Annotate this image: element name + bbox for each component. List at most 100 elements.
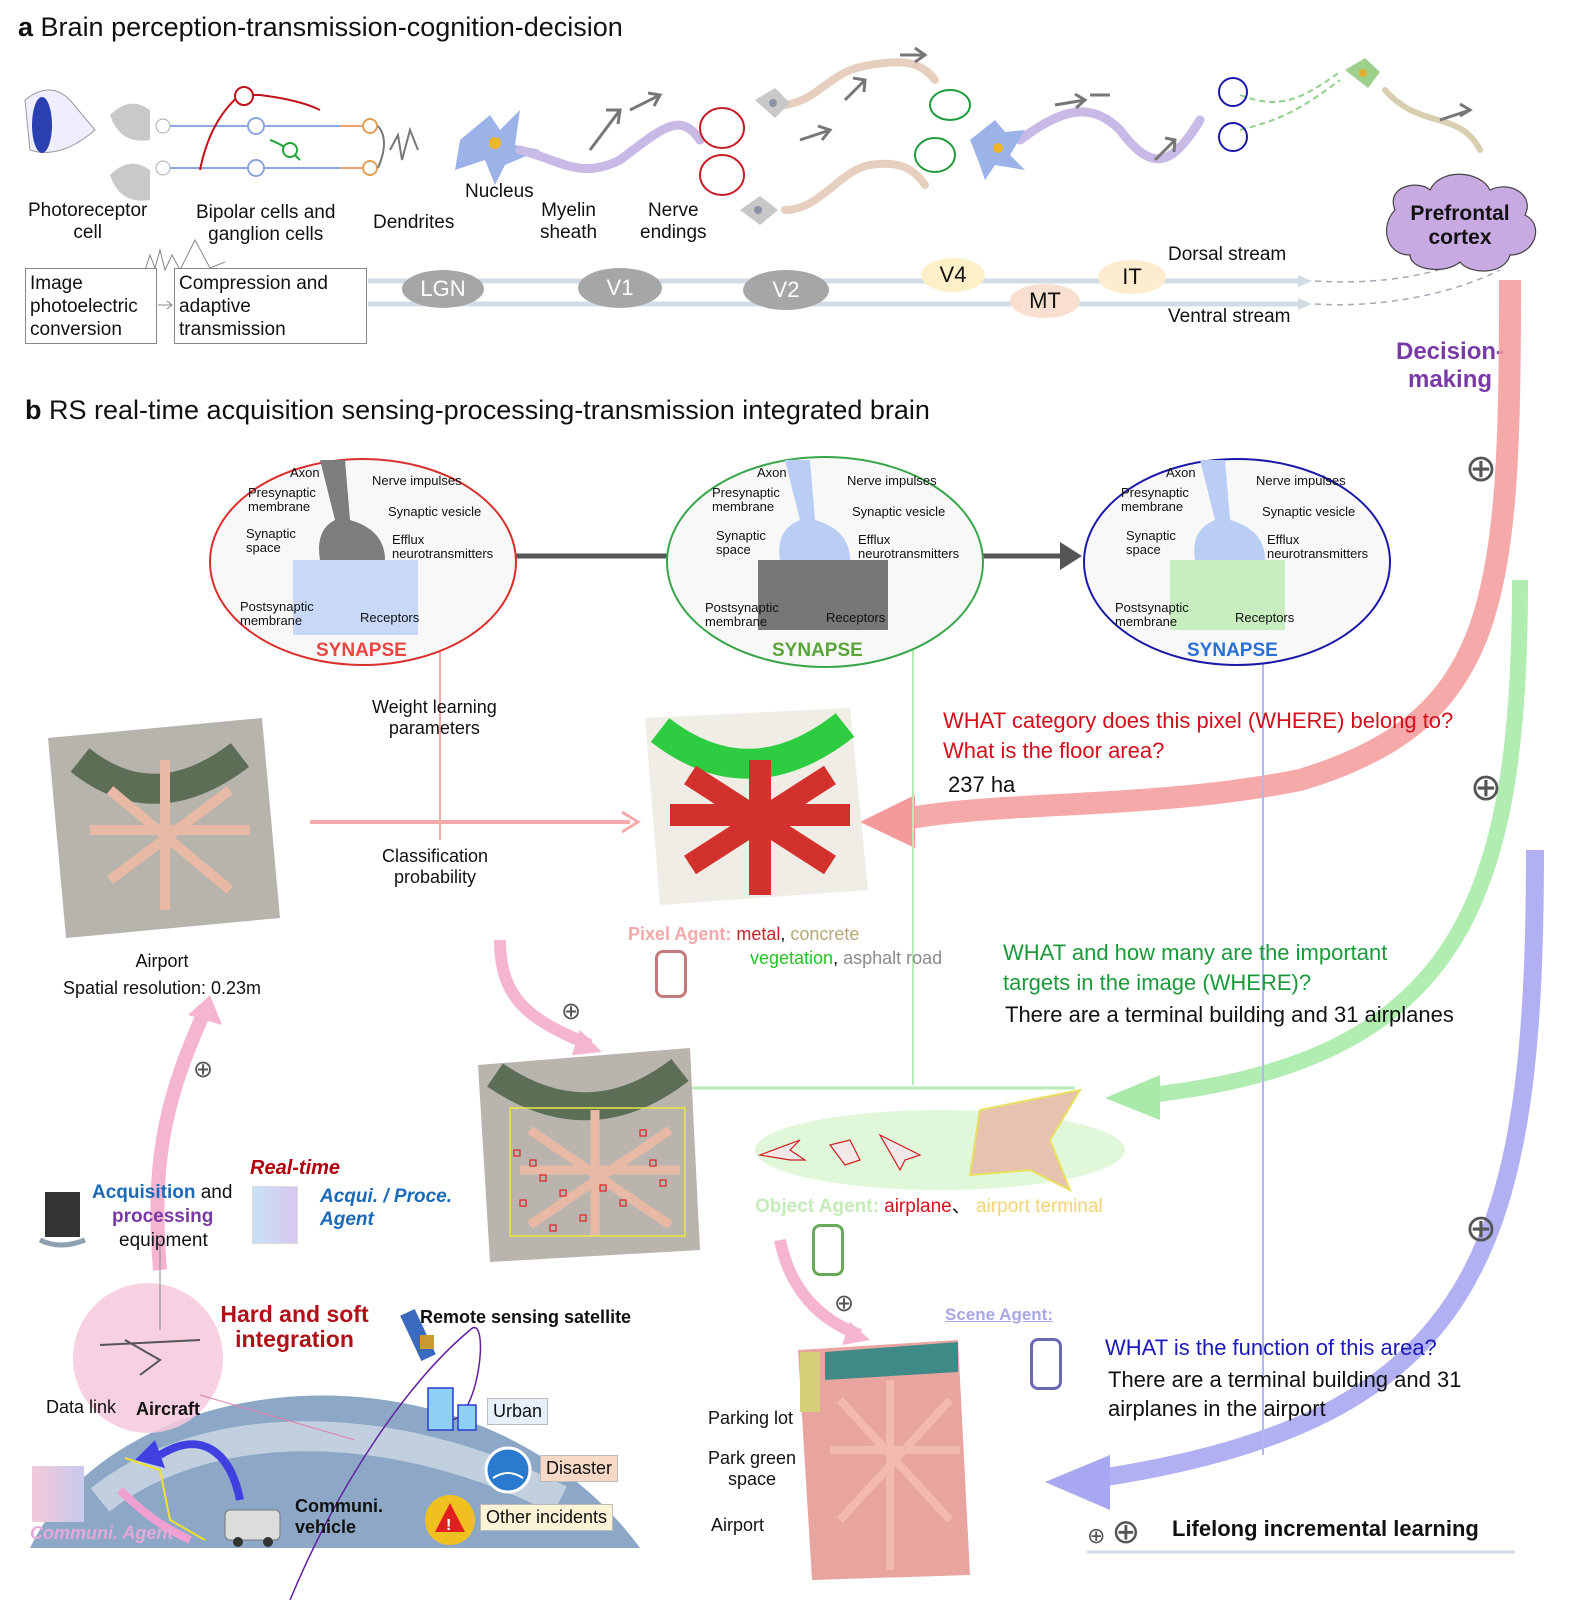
- airport-image-original: [48, 718, 280, 938]
- synapse-2-vesicle: Synaptic vesicle: [852, 504, 946, 519]
- scene-question: WHAT is the function of this area?: [1105, 1335, 1437, 1360]
- synapse-circles: [699, 77, 1248, 196]
- box-compression: Compression and adaptive transmission: [174, 268, 367, 344]
- object-ellipse: [755, 1088, 1125, 1193]
- label-decision-making: Decision- making: [1395, 338, 1505, 393]
- neuron-soma: [455, 110, 540, 185]
- plus-circle-icon: ⊕: [1470, 767, 1502, 809]
- acqui-agent-robot-icon: [252, 1186, 298, 1244]
- area-mt: MT: [1010, 284, 1080, 318]
- panel-a-letter: a: [18, 12, 34, 42]
- synapse-drawing-1: [293, 460, 418, 635]
- eye-icon: [24, 89, 96, 153]
- svg-text:!: !: [446, 1517, 451, 1534]
- panel-b-title: b RS real-time acquisition sensing-proce…: [25, 395, 930, 426]
- synapse-1-postsynaptic: Postsynaptic membrane: [240, 599, 314, 629]
- camera-equipment-icon: [38, 1192, 86, 1248]
- signal-arrows: [588, 46, 1473, 162]
- class-airport-terminal: airport terminal: [976, 1196, 1103, 1217]
- synapse-2-presynaptic: Presynaptic membrane: [712, 485, 780, 515]
- panel-a-title: a Brain perception-transmission-cognitio…: [18, 12, 623, 43]
- plus-circle-icon-small: ⊕: [1087, 1523, 1106, 1548]
- communi-vehicle-label: Communi. vehicle: [295, 1496, 383, 1537]
- object-agent-label: Object Agent:: [755, 1196, 879, 1217]
- scene-answer: There are a terminal building and 31 air…: [1108, 1367, 1462, 1421]
- label-myelin: Myelin sheath: [540, 200, 598, 243]
- box-arrow: [158, 300, 173, 310]
- pixel-agent-legend: Pixel Agent: metal, concrete: [628, 924, 860, 944]
- aircraft-label: Aircraft: [136, 1399, 201, 1419]
- label-bipolar-text: Bipolar cells and ganglion cells: [196, 202, 336, 245]
- communi-agent-label: Communi. Agent: [30, 1523, 174, 1543]
- synapse-2-efflux: Efflux neurotransmitters: [858, 532, 960, 562]
- synapse-1-efflux: Efflux neurotransmitters: [392, 532, 494, 562]
- uplink-arrow: [157, 1440, 244, 1501]
- synapse-2-space: Synaptic space: [716, 528, 766, 558]
- panel-a-title-text: Brain perception-transmission-cognition-…: [40, 12, 623, 42]
- label-nucleus: Nucleus: [465, 181, 534, 202]
- synapse-1-presynaptic: Presynaptic membrane: [248, 485, 316, 515]
- equipment-label: equipment: [119, 1230, 208, 1251]
- label-bipolar: Bipolar cells and ganglion cells: [196, 202, 335, 246]
- acqui-proce-agent-label: Acqui. / Proce. Agent: [320, 1186, 452, 1230]
- data-link-label: Data link: [46, 1397, 117, 1417]
- tag-disaster: Disaster: [540, 1455, 619, 1482]
- plus-circle-icon-large: ⊕: [1111, 1513, 1141, 1551]
- synapse-3-efflux: Efflux neurotransmitters: [1267, 532, 1369, 562]
- synapse-3-title: SYNAPSE: [1187, 640, 1278, 661]
- synapse-3-presynaptic: Presynaptic membrane: [1121, 485, 1189, 515]
- green-flow-ribbon: [1149, 579, 1528, 1103]
- data-link-zigzag: [124, 1457, 206, 1541]
- area-lgn: LGN: [402, 270, 484, 308]
- class-airplane: airplane: [884, 1196, 952, 1217]
- label-photoreceptor-text: Photoreceptor cell: [28, 200, 148, 243]
- synapse-1-space: Synaptic space: [246, 526, 296, 556]
- label-photoreceptor: Photoreceptor cell: [28, 200, 147, 244]
- plus-circle-icon: ⊕: [561, 998, 582, 1025]
- object-question: WHAT and how many are the important targ…: [1003, 940, 1388, 995]
- label-dorsal-stream: Dorsal stream: [1168, 244, 1287, 265]
- synapse-2-title: SYNAPSE: [772, 640, 863, 661]
- object-agent-legend: Object Agent: airplane、 airport terminal: [755, 1196, 1103, 1218]
- red-flow-ribbon: [897, 279, 1521, 831]
- class-metal: metal: [736, 924, 781, 944]
- class-vegetation: vegetation: [750, 948, 834, 968]
- aircraft-highlight-circle: [73, 1283, 223, 1433]
- pixel-segmentation-image: [645, 708, 868, 905]
- green-flow-arrowhead: [1105, 1075, 1160, 1120]
- synapse-2-postsynaptic: Postsynaptic membrane: [705, 600, 779, 630]
- plus-circle-icon: ⊕: [1465, 1208, 1497, 1250]
- object-answer: There are a terminal building and 31 air…: [1005, 1002, 1454, 1027]
- pixel-answer: 237 ha: [948, 772, 1016, 797]
- photoreceptor-cells: [110, 103, 171, 201]
- synapse-1-nerve-impulses: Nerve impulses: [372, 473, 462, 488]
- prefrontal-cortex-cloud: [1386, 173, 1537, 272]
- helicopter-icon: [99, 1339, 201, 1376]
- synapse-3-postsynaptic: Postsynaptic membrane: [1115, 600, 1189, 630]
- synapse-1-axon: Axon: [290, 465, 320, 480]
- object-agent-robot-icon: [812, 1224, 844, 1276]
- plus-circle-icon: ⊕: [1465, 448, 1497, 490]
- dashed-to-cortex: [1314, 254, 1501, 306]
- scene-agent-label: Scene Agent:: [945, 1305, 1054, 1324]
- hard-soft-integration-label: Hard and soft integration: [220, 1301, 369, 1353]
- green-neuron: [1239, 58, 1380, 131]
- blue-neuron-2: [970, 120, 1025, 180]
- communi-agent-robot-icon: [32, 1466, 84, 1522]
- urban-icon: [427, 1387, 477, 1431]
- tag-urban: Urban: [487, 1398, 549, 1425]
- lifelong-icons: ⊕ ⊕: [1087, 1513, 1140, 1552]
- blue-flow-arrowhead: [1045, 1455, 1110, 1510]
- label-nerve-endings: Nerve endings: [640, 200, 707, 243]
- plus-circle-icon: ⊕: [193, 1056, 214, 1083]
- synapse-1-title: SYNAPSE: [316, 640, 407, 661]
- acquisition-word: Acquisition: [92, 1182, 196, 1203]
- satellite-icon: [400, 1308, 436, 1362]
- synapse-2-nerve-impulses: Nerve impulses: [847, 473, 937, 488]
- label-dendrites: Dendrites: [373, 212, 455, 233]
- synapse-3-vesicle: Synaptic vesicle: [1262, 504, 1356, 519]
- synapse-3-space: Synaptic space: [1126, 528, 1176, 558]
- scene-agent-robot-icon: [1030, 1338, 1062, 1390]
